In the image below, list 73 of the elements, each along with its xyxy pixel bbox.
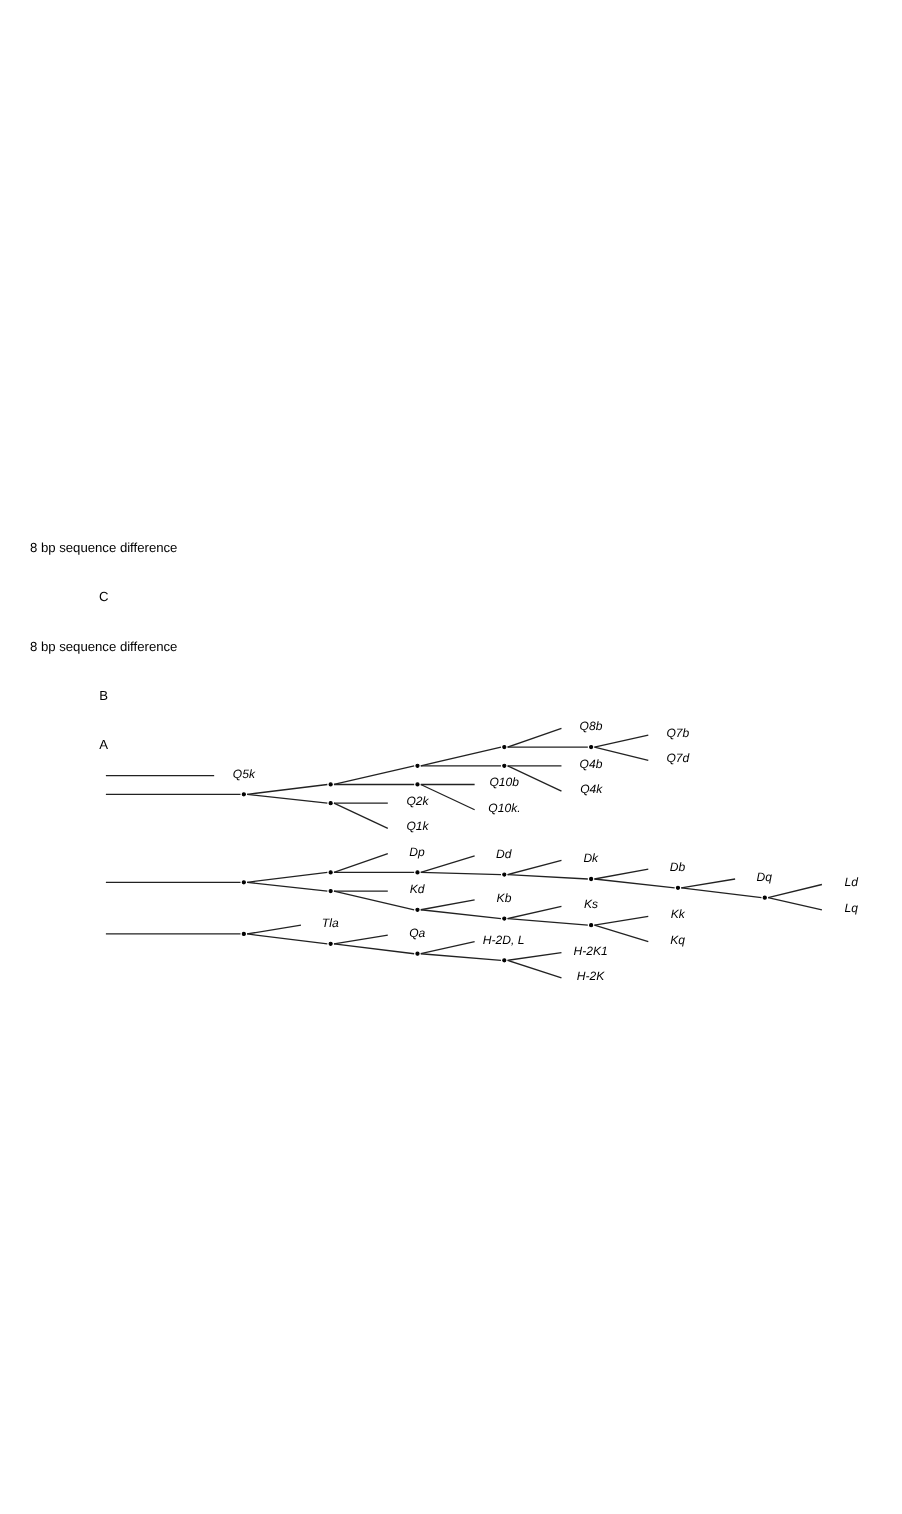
node-point xyxy=(241,931,246,937)
connector xyxy=(593,868,649,880)
connector xyxy=(506,873,589,880)
connector xyxy=(506,859,563,876)
connector xyxy=(420,871,502,876)
connector xyxy=(593,924,649,943)
connector xyxy=(420,783,476,811)
node-point xyxy=(328,782,333,787)
connector xyxy=(420,765,502,767)
node-point xyxy=(415,951,420,956)
node-point xyxy=(328,888,333,894)
connector xyxy=(333,890,389,892)
connector xyxy=(246,793,329,804)
node-point xyxy=(328,941,333,946)
connector xyxy=(105,933,242,935)
connector xyxy=(593,734,649,748)
connector xyxy=(333,802,389,830)
node-point xyxy=(415,870,420,875)
connector xyxy=(105,775,215,777)
connector xyxy=(593,878,676,889)
node-point xyxy=(502,745,507,750)
connector xyxy=(105,793,242,796)
connector xyxy=(246,871,329,883)
connector xyxy=(333,765,415,786)
connector xyxy=(333,853,389,874)
connector xyxy=(246,924,302,935)
connector xyxy=(420,899,476,911)
node-point xyxy=(502,872,507,877)
connector xyxy=(506,746,589,748)
node-point xyxy=(589,745,594,750)
node-point xyxy=(241,880,246,885)
node-point xyxy=(502,958,507,963)
connector xyxy=(506,951,563,961)
node-point xyxy=(415,763,420,768)
connector xyxy=(246,783,329,796)
connector xyxy=(506,959,563,979)
connector xyxy=(420,855,476,874)
connector xyxy=(420,746,502,767)
node-point xyxy=(675,885,681,890)
connector xyxy=(246,933,329,945)
connector xyxy=(506,727,563,748)
connector xyxy=(506,765,563,767)
node-point xyxy=(502,916,507,921)
connector xyxy=(333,802,389,804)
connector xyxy=(333,934,389,945)
connector xyxy=(333,783,415,786)
node-point xyxy=(589,876,594,882)
node-point xyxy=(502,763,507,768)
node-point xyxy=(589,923,594,928)
connector xyxy=(680,887,763,899)
connector xyxy=(333,943,415,955)
node-point xyxy=(328,870,333,875)
node-point xyxy=(415,907,420,912)
node-point xyxy=(241,792,246,797)
connector xyxy=(506,917,589,926)
connector xyxy=(420,783,476,786)
connector xyxy=(333,871,415,874)
connector xyxy=(420,909,502,920)
connector xyxy=(767,897,823,911)
connector xyxy=(105,881,242,883)
connector xyxy=(420,941,476,955)
connector xyxy=(420,953,502,961)
connector xyxy=(593,915,649,926)
connector xyxy=(506,905,563,920)
connector xyxy=(767,883,823,899)
connector xyxy=(506,765,563,792)
node-point xyxy=(762,895,767,900)
connector xyxy=(593,746,649,761)
connector xyxy=(680,878,736,889)
node-point xyxy=(415,782,420,787)
node-point xyxy=(328,801,333,806)
connector xyxy=(333,890,415,911)
connector xyxy=(246,881,329,892)
